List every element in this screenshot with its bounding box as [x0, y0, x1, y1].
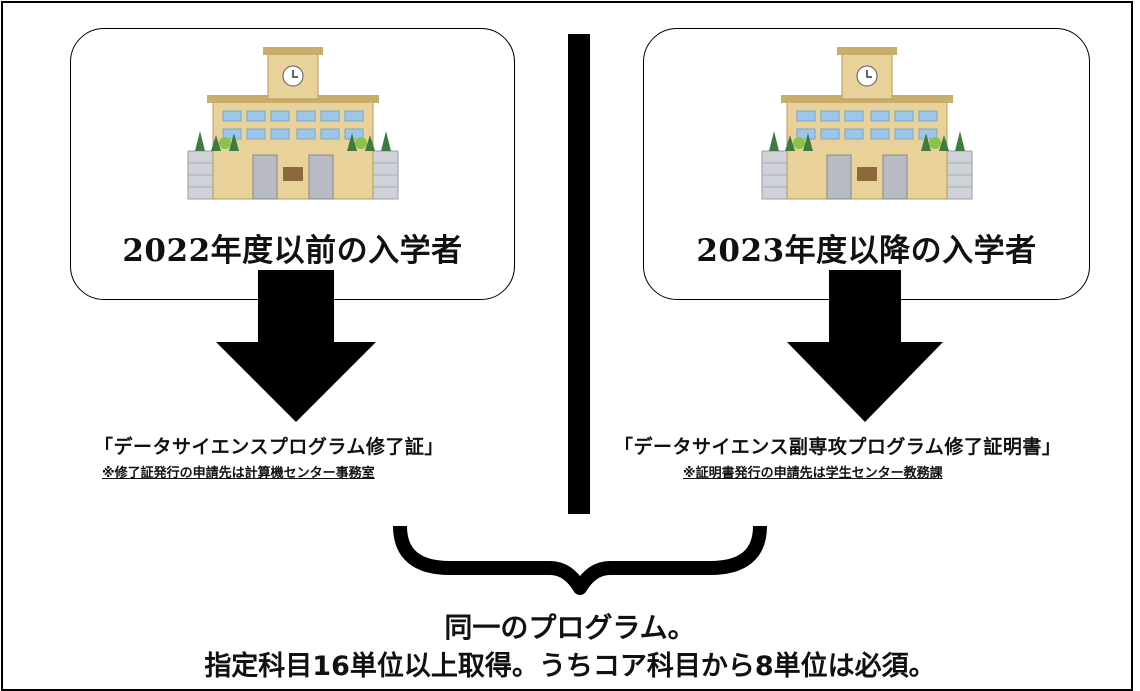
right-application-note: ※証明書発行の申請先は学生センター教務課 — [683, 466, 943, 481]
card-title: 2023年度以降の入学者 — [696, 233, 1037, 269]
summary-line-1: 同一のプログラム。 — [444, 611, 696, 644]
card-2023-entrants: 2023年度以降の入学者 — [643, 28, 1090, 300]
vertical-divider — [568, 34, 590, 514]
summary-line-2: 指定科目16単位以上取得。うちコア科目から8単位は必須。 — [204, 651, 936, 682]
school-building-icon — [761, 47, 972, 200]
right-certificate-name: 「データサイエンス副専攻プログラム修了証明書」 — [614, 436, 1062, 458]
card-2022-entrants: 2022年度以前の入学者 — [70, 28, 515, 300]
card-title: 2022年度以前の入学者 — [122, 233, 463, 269]
left-application-note: ※修了証発行の申請先は計算機センター事務室 — [102, 466, 375, 481]
down-arrow-icon — [216, 270, 376, 422]
down-arrow-icon — [787, 270, 943, 422]
school-building-icon — [187, 47, 398, 200]
left-certificate-name: 「データサイエンスプログラム修了証」 — [94, 436, 444, 458]
curly-brace-icon — [393, 525, 767, 595]
